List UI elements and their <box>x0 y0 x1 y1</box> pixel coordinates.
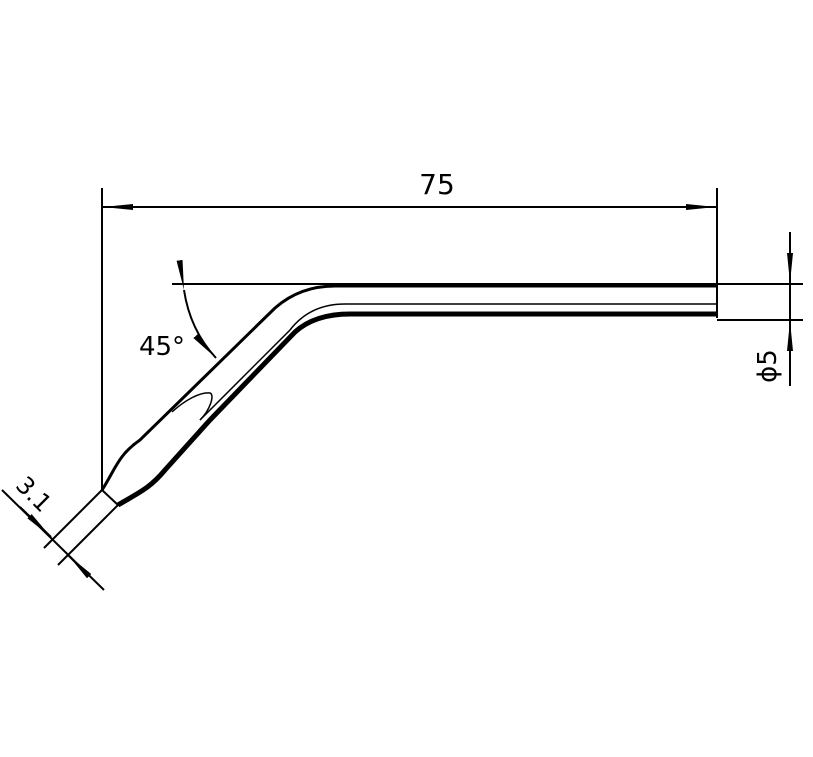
tip-bottom-edge <box>116 311 717 508</box>
angle-label: 45° <box>139 332 185 362</box>
tip-width-label: 3.1 <box>10 471 57 518</box>
tip-inner-line <box>199 303 717 421</box>
tip-bevel <box>171 392 213 421</box>
diameter-label: ϕ5 <box>753 349 783 383</box>
tip-width-dimension-line <box>1 489 105 591</box>
tip-face <box>101 489 119 506</box>
angle-arc <box>176 259 217 359</box>
tip-outer-top-edge <box>100 284 717 491</box>
length-label: 75 <box>419 168 455 201</box>
